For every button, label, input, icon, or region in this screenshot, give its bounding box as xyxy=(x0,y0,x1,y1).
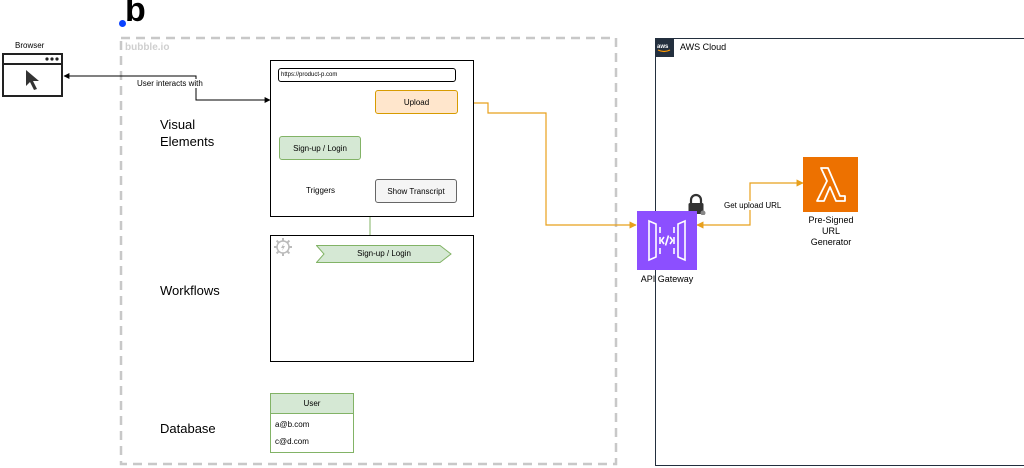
aws-logo-icon: aws xyxy=(655,38,674,57)
visual-label-line2: Elements xyxy=(160,134,215,149)
aws-cloud-label: AWS Cloud xyxy=(680,42,727,52)
signup-login-button[interactable]: Sign-up / Login xyxy=(279,136,361,160)
lambda-label-line3: Generator xyxy=(810,237,852,247)
user-table: User a@b.com c@d.com xyxy=(270,393,354,453)
user-interacts-label: User interacts with xyxy=(137,79,203,88)
upload-api-edge xyxy=(458,99,637,229)
browser-label: Browser xyxy=(15,41,45,50)
bubble-logo-letter: b xyxy=(125,0,146,29)
upload-button[interactable]: Upload xyxy=(375,90,458,114)
lambda-icon[interactable] xyxy=(803,157,858,212)
visual-elements-label: Visual Elements xyxy=(160,116,214,150)
workflow-event-signup[interactable]: Sign-up / Login xyxy=(316,245,452,263)
lambda-label-line2: URL xyxy=(821,226,840,236)
svg-text:aws: aws xyxy=(657,44,669,50)
get-upload-url-label: Get upload URL xyxy=(724,201,782,210)
lambda-label: Pre-Signed URL Generator xyxy=(791,215,871,248)
aws-cloud-group xyxy=(655,38,1024,466)
show-transcript-button[interactable]: Show Transcript xyxy=(375,179,457,203)
lambda-label-line1: Pre-Signed xyxy=(808,215,854,225)
browser-icon xyxy=(2,53,63,97)
bubble-logo: b xyxy=(117,0,157,34)
visual-label-line1: Visual xyxy=(160,117,196,132)
api-gateway-label: API Gateway xyxy=(640,274,694,284)
gear-lightning-icon xyxy=(273,237,293,257)
user-table-row: a@b.com xyxy=(275,420,310,429)
triggers-label: Triggers xyxy=(306,186,336,195)
workflow-event-label: Sign-up / Login xyxy=(357,249,411,258)
url-field[interactable]: https://product-p.com xyxy=(278,68,456,82)
workflow-event-shape xyxy=(316,245,452,263)
workflows-label: Workflows xyxy=(160,283,220,298)
user-table-row: c@d.com xyxy=(275,437,309,446)
bubble-logo-dot xyxy=(119,20,126,27)
user-table-header: User xyxy=(271,394,353,414)
api-gateway-icon[interactable] xyxy=(637,211,697,270)
bubble-container-label: bubble.io xyxy=(125,42,170,53)
database-label: Database xyxy=(160,421,216,436)
